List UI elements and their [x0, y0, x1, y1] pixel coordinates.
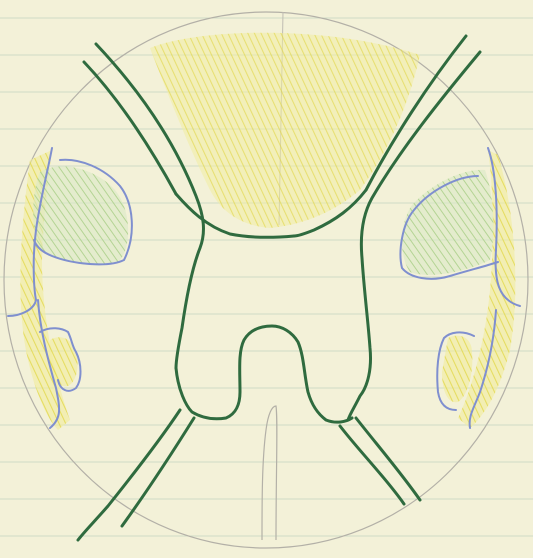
right-green-lobe	[402, 170, 493, 275]
top-yellow-shading	[150, 33, 420, 228]
right-small-yellow-patch	[442, 336, 472, 403]
pencil-bottom-sketch	[262, 406, 277, 540]
left-green-lobe	[33, 166, 128, 265]
